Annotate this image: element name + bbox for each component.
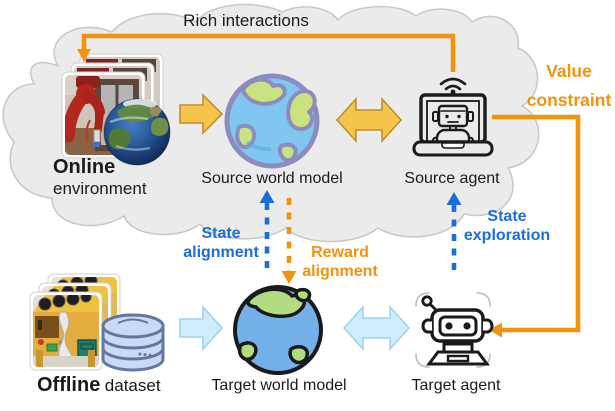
target-agent-robot-icon	[415, 292, 494, 368]
reward-alignment-label: Reward alignment	[302, 243, 378, 281]
reward-alignment-arrow	[281, 198, 297, 284]
rich-interactions-arrow	[77, 33, 456, 72]
arrow-online-to-source-model	[179, 93, 224, 135]
reward-alignment-line1: Reward	[311, 244, 369, 261]
robot-arm-photo	[65, 75, 142, 155]
arrow-source-model-agent-bidirectional	[335, 96, 403, 144]
value-constraint-line2: constraint	[526, 90, 612, 110]
source-agent-laptop-robot-icon	[412, 77, 494, 157]
offline-dataset-photos	[29, 273, 121, 371]
database-icon	[101, 313, 165, 372]
offline-subtitle: dataset	[104, 376, 161, 395]
value-constraint-label: Value constraint	[527, 57, 612, 115]
value-constraint-arrow	[489, 114, 581, 338]
online-title: Online	[53, 156, 116, 178]
offline-dataset-label: Offline dataset	[37, 374, 161, 397]
source-world-model-globe-icon	[224, 73, 320, 169]
state-exploration-line2: exploration	[463, 227, 551, 244]
online-environment-label: Online environment	[53, 156, 147, 200]
state-alignment-arrow	[259, 190, 275, 272]
source-agent-label: Source agent	[404, 170, 500, 187]
offline-title: Offline	[37, 374, 101, 396]
rich-interactions-label: Rich interactions	[183, 11, 309, 30]
reward-alignment-line2: alignment	[302, 263, 378, 280]
earth-photo-icon	[103, 98, 171, 166]
kitchen-robot-photo	[33, 295, 99, 367]
arrow-target-model-agent-bidirectional	[342, 304, 411, 352]
online-subtitle: environment	[53, 179, 147, 198]
state-alignment-label: State alignment	[183, 224, 259, 262]
value-constraint-line1: Value	[546, 61, 592, 81]
source-world-model-label: Source world model	[201, 170, 343, 187]
state-alignment-line1: State	[201, 225, 241, 242]
target-agent-label: Target agent	[411, 377, 501, 394]
target-world-model-label: Target world model	[211, 377, 347, 394]
state-exploration-arrow	[446, 192, 462, 274]
arrow-offline-to-target-model	[179, 304, 224, 352]
state-exploration-label: State exploration	[464, 207, 550, 245]
state-exploration-line1: State	[487, 208, 527, 225]
state-alignment-line2: alignment	[183, 244, 259, 261]
target-world-model-globe-icon	[233, 285, 323, 375]
